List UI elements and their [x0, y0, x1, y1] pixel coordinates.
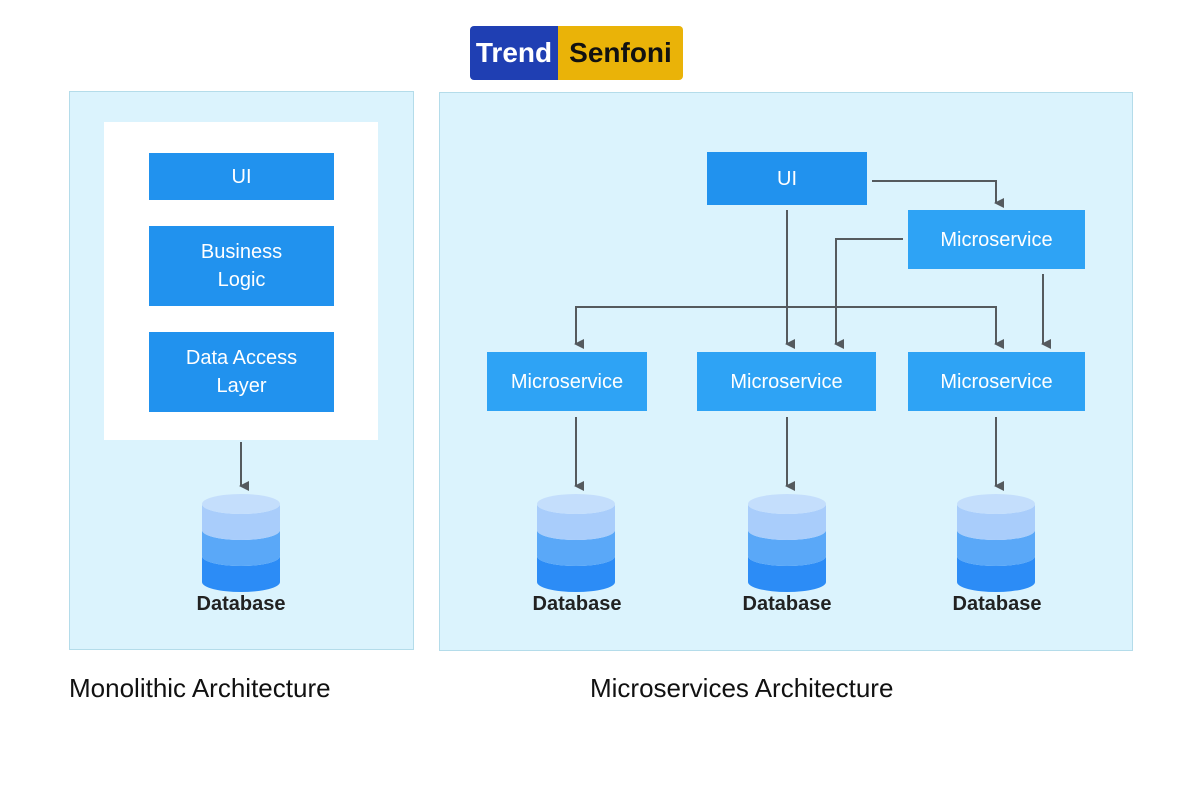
mono-database-icon: [202, 494, 280, 592]
microservice-label-1: Microservice: [510, 370, 624, 393]
trend-senfoni-logo: Trend Senfoni: [470, 26, 683, 80]
ms-database-icon-3: [957, 494, 1035, 592]
microservice-box-2: Microservice: [697, 352, 876, 411]
top-microservice-box: Microservice: [908, 210, 1085, 269]
mono-business-logic-layer: Business Logic: [149, 226, 334, 306]
microservice-box-1: Microservice: [487, 352, 647, 411]
microservices-caption: Microservices Architecture: [590, 673, 894, 703]
ms-database-label-3: Database: [952, 593, 1042, 615]
logo-trend: Trend: [470, 26, 558, 80]
ms-database-icon-1: [537, 494, 615, 592]
ms-database-icon-2: [748, 494, 826, 592]
ui-to-top-ms-arrow: [872, 180, 1004, 208]
mono-data-access-layer: Data Access Layer: [149, 332, 334, 412]
ms-ui-box: UI: [707, 152, 867, 205]
bus-to-ms1-arrow: [574, 306, 787, 349]
mono-ui-label: UI: [231, 165, 252, 188]
mono-ui-layer: UI: [149, 153, 334, 200]
top-microservice-label: Microservice: [940, 228, 1053, 251]
mono-business-logic-label: Business Logic: [200, 241, 283, 291]
monolithic-caption: Monolithic Architecture: [69, 673, 331, 703]
mono-database-label: Database: [196, 593, 286, 615]
mono-data-access-label: Data Access Layer: [185, 347, 298, 397]
top-ms-to-ms2-arrow: [834, 238, 903, 349]
ms-database-label-1: Database: [532, 593, 622, 615]
microservice-label-3: Microservice: [940, 370, 1053, 393]
logo-senfoni: Senfoni: [558, 26, 683, 80]
ms-database-label-2: Database: [742, 593, 832, 615]
bus-to-ms3-arrow: [787, 306, 1004, 349]
microservice-box-3: Microservice: [908, 352, 1085, 411]
ms-ui-label: UI: [777, 167, 797, 190]
microservice-label-2: Microservice: [730, 370, 843, 393]
